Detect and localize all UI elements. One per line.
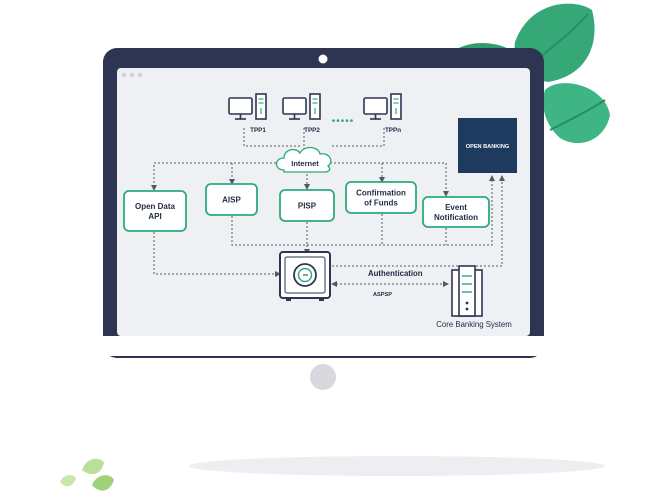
- aspsp-label: ASPSP: [373, 292, 392, 298]
- connector-lines: [151, 128, 505, 287]
- monitor-neck: [286, 404, 360, 448]
- api-box-label: Notification: [434, 213, 478, 222]
- monitor-base-shadow: [189, 456, 605, 476]
- vault-icon: [279, 251, 331, 301]
- window-dots: [121, 72, 143, 78]
- leaf-decoration-bottom-left: [60, 458, 114, 491]
- api-box-label: Open Data: [135, 202, 176, 211]
- open-banking-box: OPEN BANKING: [458, 118, 517, 173]
- tpp-computer-1: TPP1: [228, 93, 267, 134]
- api-box-label: Event: [445, 203, 467, 212]
- core-banking-label: Core Banking System: [436, 320, 511, 329]
- webcam: [318, 54, 328, 64]
- api-box-3: PISP: [279, 189, 335, 222]
- open-banking-label: OPEN BANKING: [466, 144, 510, 150]
- tpp-computer-2: TPP2: [282, 93, 321, 134]
- tpp-label: TPPn: [385, 127, 401, 134]
- tpp-label: TPP2: [304, 127, 320, 134]
- tpp-computers: TPP1 TPP2 TPPn: [228, 93, 402, 134]
- api-box-2: AISP: [205, 183, 258, 216]
- server-icon: [451, 265, 483, 317]
- tpp-label: TPP1: [250, 127, 266, 134]
- api-box-label: PISP: [298, 202, 317, 211]
- internet-cloud: Internet: [275, 146, 332, 173]
- api-box-label: AISP: [222, 196, 241, 205]
- tpp-computer-3: TPPn: [363, 93, 402, 134]
- api-box-label: Confirmation: [356, 189, 406, 198]
- power-button: [310, 364, 336, 390]
- authentication-label: Authentication: [368, 269, 423, 278]
- api-box-label: API: [148, 212, 161, 221]
- api-box-label: of Funds: [364, 199, 398, 208]
- internet-label: Internet: [291, 159, 319, 168]
- tpp-ellipsis: •••••: [332, 116, 355, 127]
